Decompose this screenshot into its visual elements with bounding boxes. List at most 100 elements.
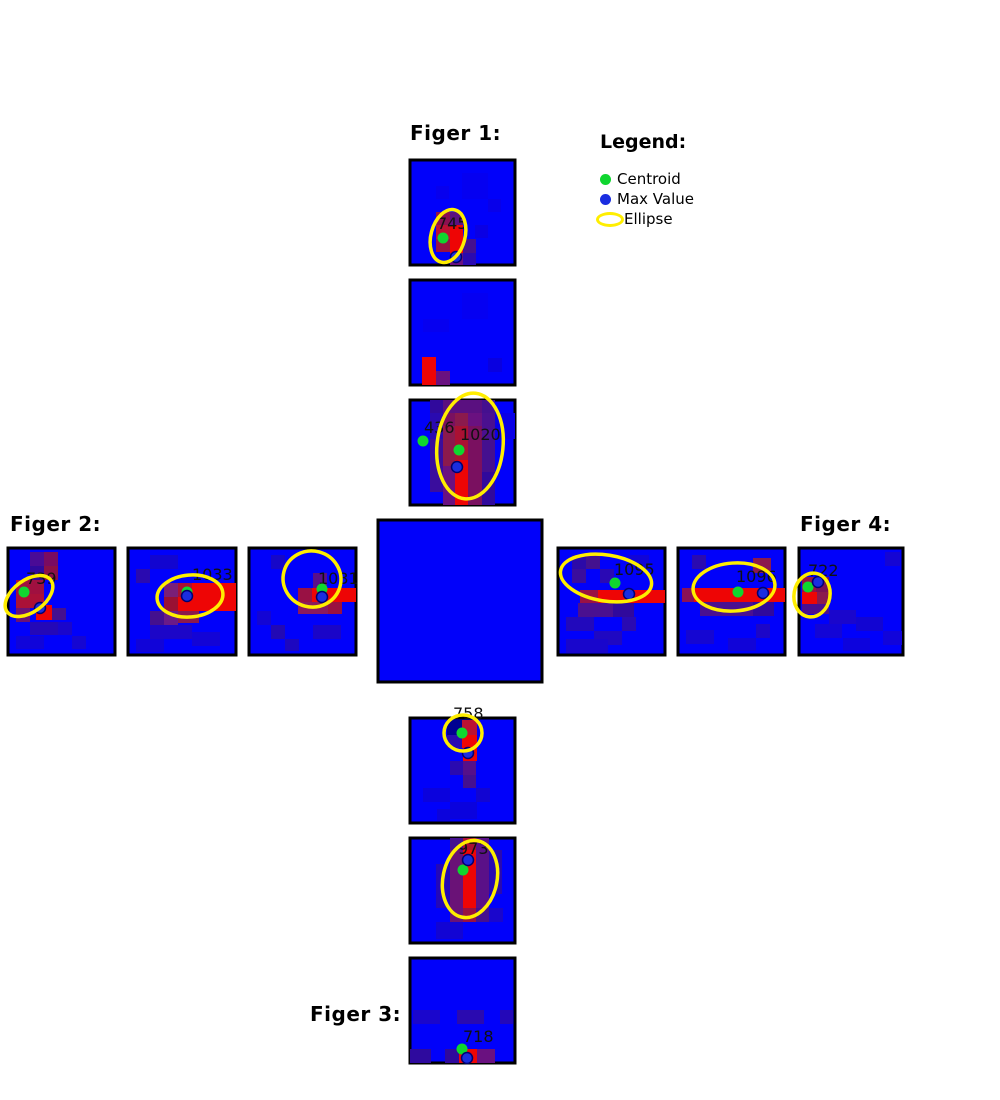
value-label: 745 (437, 214, 468, 233)
heat-cell (475, 225, 488, 238)
centroid-dot (457, 864, 469, 876)
ellipse-annotation (691, 561, 777, 613)
max-value-dot (460, 1051, 474, 1065)
max-value-dot (450, 460, 464, 474)
centroid-dot (437, 232, 449, 244)
heat-cell (430, 400, 443, 413)
heat-cell (488, 199, 501, 212)
heat-cell (58, 622, 72, 635)
heat-cell (692, 555, 706, 569)
value-label: 1031 (318, 569, 359, 588)
figer4-panel2: 1096 (676, 546, 787, 657)
legend: Legend: Centroid Max Value Ellipse (596, 131, 694, 229)
heat-cell (468, 413, 482, 426)
heat-cell (16, 636, 44, 649)
heat-cell (44, 552, 58, 566)
heat-cell (500, 1010, 513, 1024)
heat-cell (572, 569, 586, 583)
heat-cell (150, 625, 192, 639)
centroid-dot (456, 1043, 468, 1055)
heat-cell (482, 439, 495, 472)
heat-cell (756, 624, 770, 638)
heat-cell (445, 1049, 459, 1063)
legend-item-ellipse: Ellipse (596, 209, 694, 229)
value-label: 1020 (460, 425, 501, 444)
heat-cell (410, 1049, 431, 1063)
heat-cell (628, 555, 649, 569)
figer4-panel3: 722 (792, 546, 905, 657)
figer-3-label: Figer 3: (310, 1002, 402, 1026)
figer1-panel2 (408, 278, 517, 387)
heat-cell (136, 639, 164, 652)
max-value-dot (811, 575, 825, 589)
heat-cell (462, 293, 488, 319)
heat-cell (328, 602, 342, 614)
heat-cell (578, 603, 613, 617)
heat-cell (192, 632, 220, 646)
centroid-dot (732, 586, 744, 598)
heat-cell (422, 357, 436, 371)
centroid-dot (453, 444, 465, 456)
heat-cell (150, 611, 164, 625)
heat-cell (136, 569, 150, 583)
heat-cell (488, 358, 502, 372)
heat-cell (843, 638, 870, 651)
heat-cell (482, 413, 495, 439)
max-value-dot-icon (600, 193, 611, 205)
value-label: 718 (463, 1027, 494, 1046)
heat-cell (443, 426, 455, 466)
ellipse-annotation (155, 573, 225, 619)
heat-cell (463, 775, 476, 788)
ellipse-annotation (558, 552, 654, 604)
centroid-dot-icon (600, 173, 611, 185)
centroid-dot (802, 581, 814, 593)
figer2-panel3: 1031 (247, 546, 359, 657)
value-label: 722 (808, 561, 839, 580)
heat-cell (815, 624, 842, 638)
centroid-dot (456, 727, 468, 739)
heat-cell (450, 802, 477, 819)
heat-cell (566, 617, 594, 631)
max-value-dot (315, 590, 329, 604)
heat-cell (271, 555, 285, 569)
heat-cell (463, 239, 476, 253)
figer-4-label: Figer 4: (800, 512, 892, 536)
heat-cell (613, 603, 634, 617)
heat-cell (72, 636, 86, 649)
figer3-panel2: 973 (408, 836, 517, 945)
heat-cell (489, 850, 502, 894)
figer1-panel1: 745 (408, 158, 517, 267)
heat-cell (566, 639, 608, 653)
heat-cell (455, 413, 468, 426)
heat-cell (686, 630, 714, 644)
value-label: 1095 (614, 560, 655, 579)
ellipse-annotation (3, 573, 55, 619)
heat-cell (802, 592, 817, 604)
heat-cell (298, 588, 312, 602)
max-value-dot (756, 586, 770, 600)
ellipse-annotation (442, 713, 484, 753)
heat-cell (422, 371, 436, 385)
heat-cell (450, 761, 463, 775)
ellipse-annotation (440, 838, 500, 920)
ellipse-outline-icon (596, 211, 624, 227)
heat-cell (462, 173, 488, 199)
heat-cell (30, 622, 58, 635)
heat-cell (489, 908, 503, 922)
heat-cell (436, 239, 450, 252)
center-panel (376, 518, 544, 684)
heat-cell (52, 608, 66, 620)
ellipse-annotation (428, 207, 468, 265)
heat-cell (437, 809, 450, 821)
heat-cell (829, 610, 856, 624)
heat-cell (586, 555, 600, 569)
heat-cell (450, 212, 463, 225)
panel-background (376, 518, 544, 684)
heat-cell (150, 555, 178, 569)
heat-cell (600, 569, 614, 583)
heat-cell (285, 639, 299, 651)
figer-2-label: Figer 2: (10, 512, 102, 536)
centroid-dot (609, 577, 621, 589)
